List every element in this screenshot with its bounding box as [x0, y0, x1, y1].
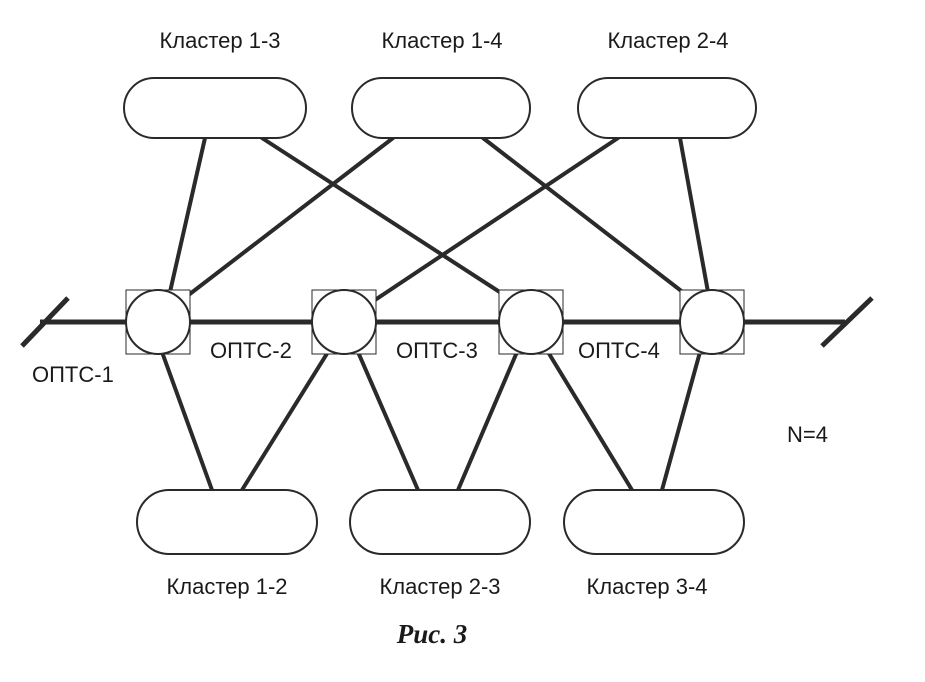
node-2-circle: [311, 289, 377, 355]
node-optc-2: [311, 289, 377, 355]
node-1-circle: [125, 289, 191, 355]
node-optc-4: [679, 289, 745, 355]
link-n3-c23: [456, 350, 519, 492]
node-3-circle: [498, 289, 564, 355]
link-n2-c23: [356, 350, 420, 492]
node-optc-1: [125, 289, 191, 355]
link-n1-c12: [160, 350, 214, 492]
label-node-3: ОПТС-3: [396, 338, 478, 363]
link-c13-n1: [168, 136, 207, 294]
link-n4-c34: [660, 350, 702, 492]
label-node-2: ОПТС-2: [210, 338, 292, 363]
link-c13-n3: [260, 136, 514, 302]
cluster-3-4: [563, 489, 745, 555]
label-cluster-3-4: Кластер 3-4: [586, 574, 707, 599]
figure-caption: Рис. 3: [396, 619, 468, 649]
cluster-2-3: [349, 489, 531, 555]
cluster-1-4: [351, 77, 531, 139]
link-n3-c34: [546, 350, 634, 492]
label-node-4: ОПТС-4: [578, 338, 660, 363]
link-c14-n1: [180, 136, 395, 302]
node-4-circle: [679, 289, 745, 355]
label-cluster-1-3: Кластер 1-3: [159, 28, 280, 53]
label-cluster-1-4: Кластер 1-4: [381, 28, 502, 53]
node-optc-3: [498, 289, 564, 355]
label-cluster-2-3: Кластер 2-3: [379, 574, 500, 599]
link-c24-n2: [370, 136, 620, 304]
link-n2-c12: [240, 350, 330, 492]
bus-end-left: [20, 296, 70, 348]
label-n-count: N=4: [787, 422, 828, 447]
cluster-1-3: [123, 77, 307, 139]
cluster-2-4: [577, 77, 757, 139]
cluster-1-2: [136, 489, 318, 555]
label-cluster-1-2: Кластер 1-2: [166, 574, 287, 599]
label-cluster-2-4: Кластер 2-4: [607, 28, 728, 53]
label-node-1: ОПТС-1: [32, 362, 114, 387]
link-c24-n4: [678, 136, 710, 294]
bus-end-right: [820, 296, 874, 348]
link-c14-n4: [481, 136, 695, 302]
